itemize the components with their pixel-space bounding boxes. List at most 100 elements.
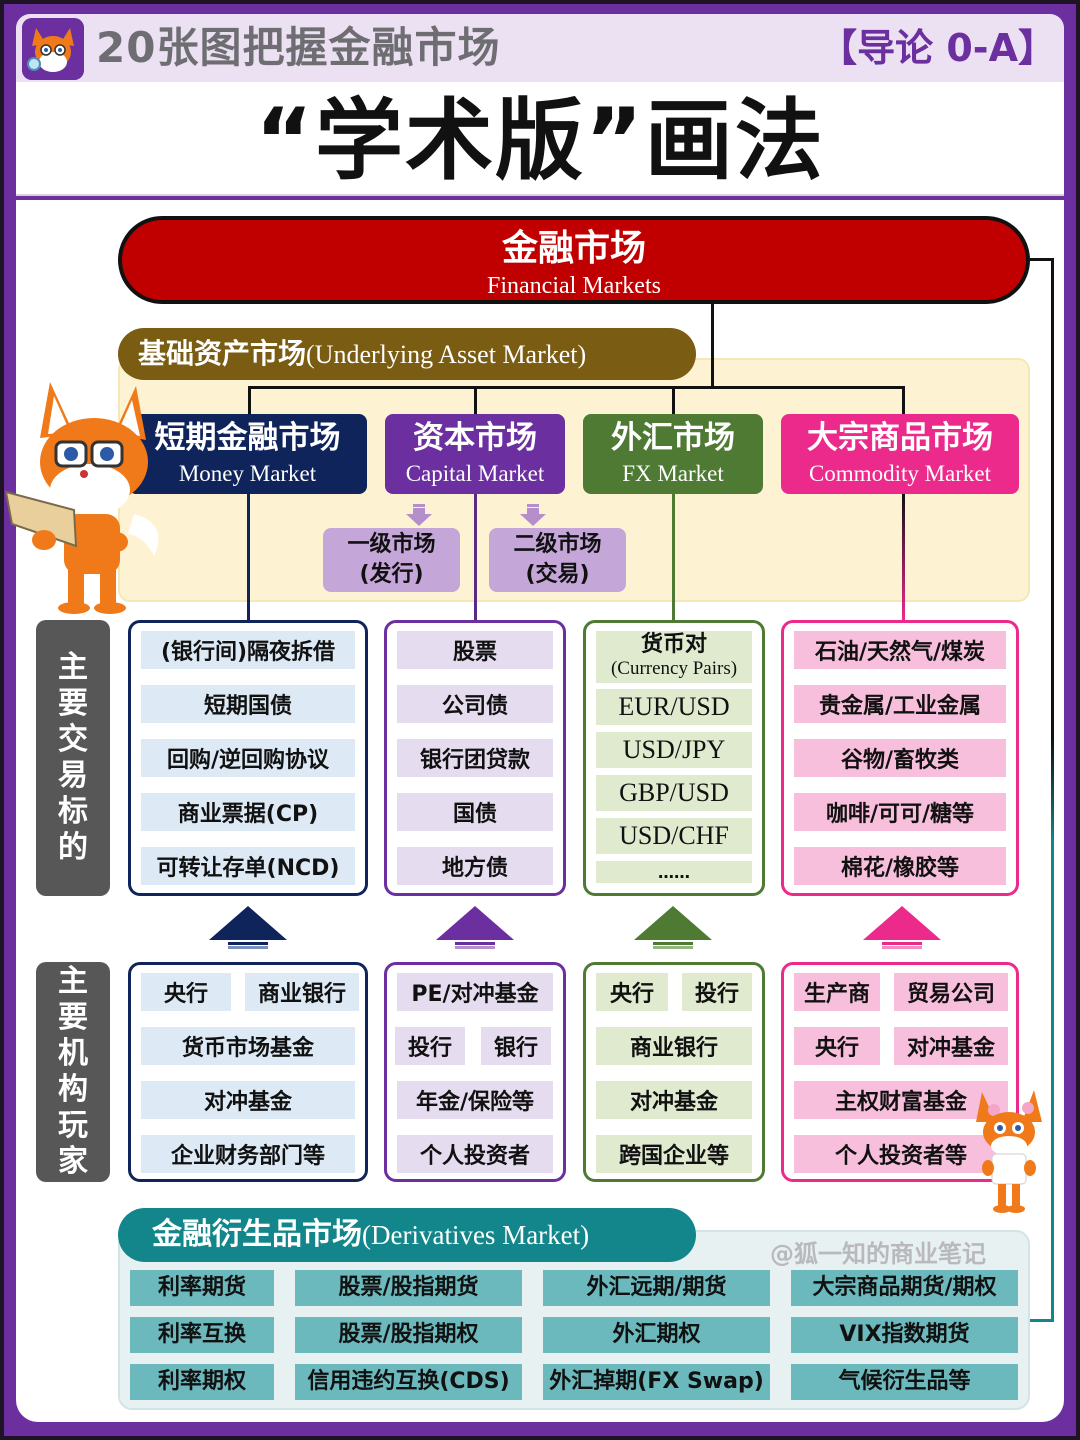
secondary-market-box: 二级市场 (交易) bbox=[489, 528, 626, 592]
derivative-item: 大宗商品期货/期权 bbox=[791, 1270, 1018, 1306]
primary-market-title: 一级市场 bbox=[347, 532, 436, 557]
instrument-item: 石油/天然气/煤炭 bbox=[794, 631, 1006, 669]
connector-root-down bbox=[711, 304, 714, 388]
market-commodity-cn: 大宗商品市场 bbox=[807, 420, 993, 456]
up-arrow-icon bbox=[436, 906, 514, 949]
instrument-item: 股票 bbox=[397, 631, 553, 669]
currency-pair: EUR/USD bbox=[596, 689, 752, 725]
player-item: 贸易公司 bbox=[894, 973, 1008, 1011]
player-item: 对冲基金 bbox=[141, 1081, 355, 1119]
fx-header-cn: 货币对 bbox=[640, 632, 707, 657]
connector-money-panel bbox=[247, 494, 250, 620]
primary-market-box: 一级市场 (发行) bbox=[323, 528, 460, 592]
instrument-item: 可转让存单(NCD) bbox=[141, 847, 355, 885]
derivative-item: 股票/股指期货 bbox=[295, 1270, 522, 1306]
series-title: 20张图把握金融市场 bbox=[96, 23, 501, 72]
instrument-item: 谷物/畜牧类 bbox=[794, 739, 1006, 777]
derivative-item: VIX指数期货 bbox=[791, 1317, 1018, 1353]
connector-fx-panel bbox=[672, 494, 675, 620]
player-item: 个人投资者等 bbox=[794, 1135, 1008, 1173]
root-title-en: Financial Markets bbox=[487, 273, 661, 299]
players-panel-commodity: 生产商 贸易公司 央行 对冲基金 主权财富基金 个人投资者等 bbox=[781, 962, 1019, 1182]
player-item: 对冲基金 bbox=[894, 1027, 1008, 1065]
market-money-cn: 短期金融市场 bbox=[154, 420, 341, 456]
derivative-item: 股票/股指期权 bbox=[295, 1317, 522, 1353]
player-item: 跨国企业等 bbox=[596, 1135, 752, 1173]
derivative-item: 外汇远期/期货 bbox=[543, 1270, 770, 1306]
player-item: 投行 bbox=[395, 1027, 465, 1065]
derivatives-label-cn: 金融衍生品市场 bbox=[152, 1217, 362, 1252]
root-node-financial-markets: 金融市场 Financial Markets bbox=[118, 216, 1030, 304]
derivatives-label-en: (Derivatives Market) bbox=[362, 1220, 590, 1250]
underlying-asset-label: 基础资产市场(Underlying Asset Market) bbox=[118, 328, 696, 380]
instrument-item: 地方债 bbox=[397, 847, 553, 885]
currency-pair: GBP/USD bbox=[596, 775, 752, 811]
player-item: 主权财富基金 bbox=[794, 1081, 1008, 1119]
market-capital-en: Capital Market bbox=[405, 461, 545, 486]
watermark: @狐一知的商业笔记 bbox=[770, 1240, 986, 1268]
derivative-item: 气候衍生品等 bbox=[791, 1364, 1018, 1400]
primary-market-subtitle: (发行) bbox=[359, 562, 424, 587]
connector-money bbox=[248, 386, 251, 416]
side-label-players-text: 主要机构玩家 bbox=[58, 964, 88, 1179]
market-money: 短期金融市场 Money Market bbox=[128, 414, 367, 494]
instrument-item: 国债 bbox=[397, 793, 553, 831]
fx-header-en: (Currency Pairs) bbox=[610, 658, 738, 679]
player-item: 央行 bbox=[141, 973, 231, 1011]
page-title: “学术版”画法 bbox=[255, 89, 825, 192]
player-item: 央行 bbox=[596, 973, 668, 1011]
instrument-item: 棉花/橡胶等 bbox=[794, 847, 1006, 885]
instrument-item: 银行团贷款 bbox=[397, 739, 553, 777]
player-item: 对冲基金 bbox=[596, 1081, 752, 1119]
player-item: 个人投资者 bbox=[397, 1135, 553, 1173]
instrument-item: 公司债 bbox=[397, 685, 553, 723]
market-fx-en: FX Market bbox=[622, 461, 724, 486]
fox-reading-book-icon bbox=[4, 382, 159, 614]
instrument-item: 商业票据(CP) bbox=[141, 793, 355, 831]
side-label-instruments: 主要交易标的 bbox=[36, 620, 110, 896]
player-item: 货币市场基金 bbox=[141, 1027, 355, 1065]
root-title-cn: 金融市场 bbox=[501, 228, 646, 269]
side-label-instruments-text: 主要交易标的 bbox=[58, 650, 88, 865]
instrument-item: 短期国债 bbox=[141, 685, 355, 723]
market-fx-cn: 外汇市场 bbox=[611, 420, 735, 456]
player-item: PE/对冲基金 bbox=[397, 973, 553, 1011]
instruments-panel-capital: 股票 公司债 银行团贷款 国债 地方债 bbox=[384, 620, 566, 896]
underlying-label-cn: 基础资产市场 bbox=[138, 337, 307, 370]
players-panel-fx: 央行 投行 商业银行 对冲基金 跨国企业等 bbox=[583, 962, 765, 1182]
instrument-item: 贵金属/工业金属 bbox=[794, 685, 1006, 723]
derivative-item: 利率期货 bbox=[130, 1270, 274, 1306]
derivative-item: 利率互换 bbox=[130, 1317, 274, 1353]
market-commodity: 大宗商品市场 Commodity Market bbox=[781, 414, 1019, 494]
player-item: 央行 bbox=[794, 1027, 880, 1065]
instruments-panel-fx: 货币对 (Currency Pairs) EUR/USD USD/JPY GBP… bbox=[583, 620, 765, 896]
header-bar bbox=[16, 14, 1064, 82]
market-capital-cn: 资本市场 bbox=[413, 420, 537, 456]
up-arrow-icon bbox=[634, 906, 712, 949]
fox-mascot-icon bbox=[22, 18, 84, 80]
market-fx: 外汇市场 FX Market bbox=[583, 414, 763, 494]
player-item: 年金/保险等 bbox=[397, 1081, 553, 1119]
secondary-market-subtitle: (交易) bbox=[525, 562, 590, 587]
connector-commodity bbox=[902, 386, 905, 416]
instruments-panel-commodity: 石油/天然气/煤炭 贵金属/工业金属 谷物/畜牧类 咖啡/可可/糖等 棉花/橡胶… bbox=[781, 620, 1019, 896]
secondary-market-title: 二级市场 bbox=[513, 532, 602, 557]
player-item: 投行 bbox=[682, 973, 752, 1011]
derivative-item: 利率期权 bbox=[130, 1364, 274, 1400]
instrument-item: 咖啡/可可/糖等 bbox=[794, 793, 1006, 831]
connector-commodity-panel bbox=[902, 494, 905, 620]
market-money-en: Money Market bbox=[178, 461, 317, 486]
connector-derivatives-right bbox=[1030, 1319, 1054, 1322]
derivatives-label: 金融衍生品市场(Derivatives Market) bbox=[118, 1208, 696, 1262]
market-commodity-en: Commodity Market bbox=[808, 461, 992, 486]
connector-fx bbox=[672, 386, 675, 416]
player-item: 企业财务部门等 bbox=[141, 1135, 355, 1173]
instruments-panel-money: (银行间)隔夜拆借 短期国债 回购/逆回购协议 商业票据(CP) 可转让存单(N… bbox=[128, 620, 368, 896]
currency-pair: USD/JPY bbox=[596, 732, 752, 768]
connector-horizontal bbox=[248, 386, 905, 389]
down-arrow-icon bbox=[520, 504, 546, 526]
instrument-item: 回购/逆回购协议 bbox=[141, 739, 355, 777]
market-capital: 资本市场 Capital Market bbox=[385, 414, 565, 494]
up-arrow-icon bbox=[209, 906, 287, 949]
connector-capital-panel bbox=[474, 494, 477, 620]
